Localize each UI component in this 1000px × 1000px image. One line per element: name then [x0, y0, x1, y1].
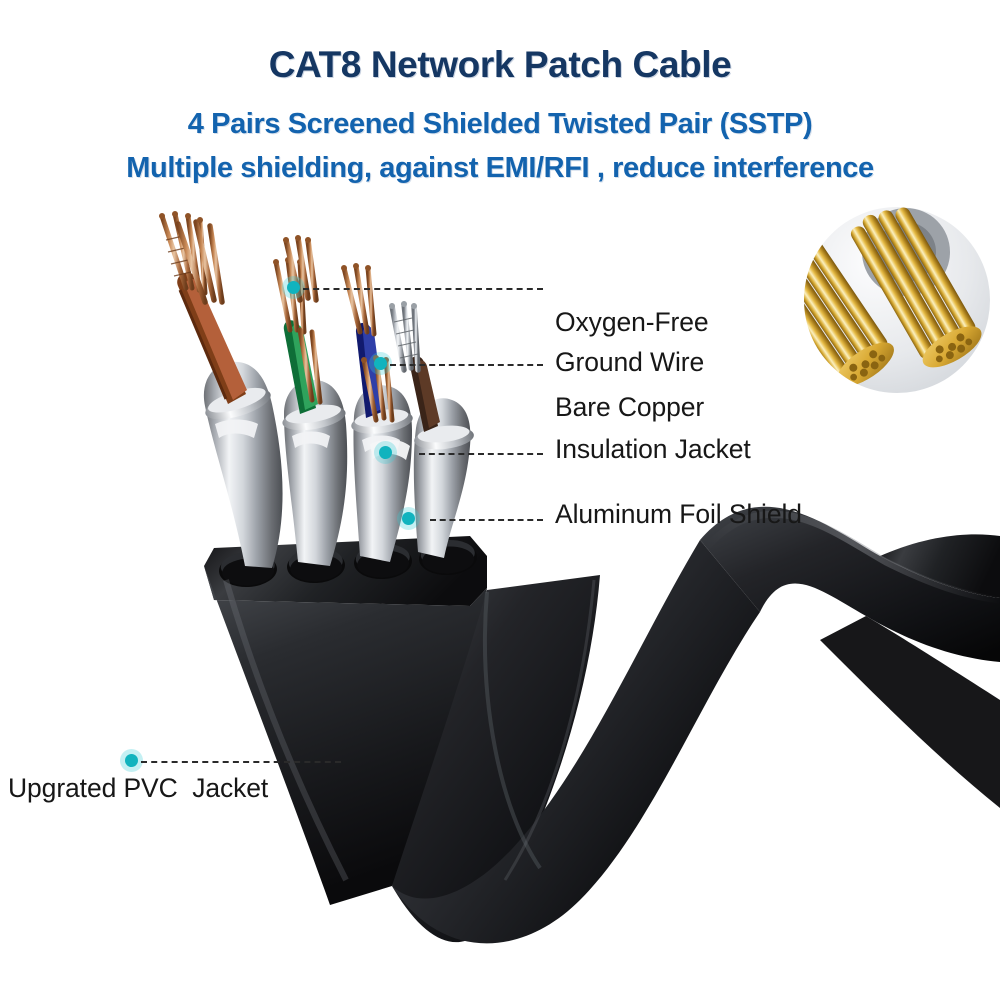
callout-label-insulation-jacket: Insulation Jacket — [555, 434, 751, 464]
leader-line-aluminum-foil-shield — [430, 519, 543, 521]
leader-line-upgrated-pvc-jacket — [141, 761, 341, 763]
marker-dot-upgrated-pvc-jacket — [125, 754, 138, 767]
callout-label-upgrated-pvc-jacket: Upgrated PVC Jacket — [8, 773, 269, 803]
twisted-pair-3 — [283, 235, 413, 562]
marker-dot-ground-wire — [374, 357, 387, 370]
subtitle-line-1: 4 Pairs Screened Shielded Twisted Pair (… — [187, 108, 813, 140]
marker-dot-insulation-jacket — [379, 446, 392, 459]
callout-label-aluminum-foil-shield: Aluminum Foil Shield — [555, 499, 802, 529]
leader-line-oxygen-free-bare-copper — [303, 288, 543, 290]
leader-line-insulation-jacket — [419, 453, 543, 455]
twisted-pair-4-with-ground — [361, 301, 474, 558]
page-title: CAT8 Network Patch Cable — [268, 44, 732, 85]
marker-dot-oxygen-free-bare-copper — [287, 281, 300, 294]
callout-label-oxygen-free-bare-copper: Oxygen-Free Bare Copper — [555, 251, 709, 478]
leader-line-ground-wire — [390, 364, 543, 366]
callout-line-2: Bare Copper — [555, 391, 705, 422]
callout-label-ground-wire: Ground Wire — [555, 347, 705, 377]
marker-dot-aluminum-foil-shield — [402, 512, 415, 525]
twisted-pair-1 — [159, 211, 283, 568]
callout-line-1: Oxygen-Free — [555, 306, 709, 337]
twisted-pair-2 — [273, 257, 348, 566]
conductor-closeup-inset — [804, 207, 990, 393]
subtitle-line-2: Multiple shielding, against EMI/RFI , re… — [126, 152, 874, 184]
